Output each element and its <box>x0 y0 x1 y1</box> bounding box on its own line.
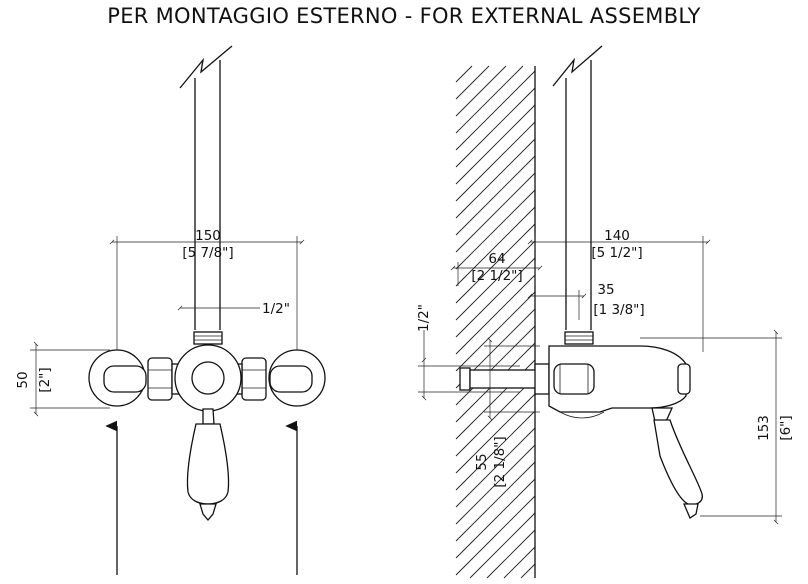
hatch-line <box>455 444 536 525</box>
hatch-line <box>520 563 536 579</box>
thread-label: 1/2" <box>262 301 290 317</box>
hatch-line <box>455 65 524 134</box>
hatch-line <box>503 546 536 579</box>
hatch-line <box>455 461 536 542</box>
hatch-line <box>486 529 536 579</box>
total-height-mm-label: 153 <box>756 415 772 441</box>
hatch-line <box>455 274 536 355</box>
wall-in-label: [2 1/2"] <box>471 268 522 284</box>
side-thread-label: 1/2" <box>416 304 432 332</box>
hatch-line <box>455 223 536 304</box>
wall-mm-label: 64 <box>488 251 505 267</box>
hatch-line <box>455 240 536 321</box>
hatch-line <box>455 325 536 406</box>
offset-mm-label: 35 <box>597 282 614 298</box>
total-height-in-label: [6"] <box>778 415 794 440</box>
side-supply-pipe <box>552 45 603 345</box>
side-view: 140 [5 1/2"] 64 [2 1/2"] 35 [1 3/8"] 1/2… <box>416 45 794 579</box>
hatch-line <box>455 495 536 576</box>
supply-pipe <box>179 45 233 345</box>
hatch-line <box>455 104 536 185</box>
hatch-line <box>455 393 536 474</box>
dimension-wall: 64 [2 1/2"] <box>450 251 543 286</box>
right-flange <box>268 349 326 407</box>
left-flange <box>88 349 147 407</box>
right-hex-nut <box>241 357 267 401</box>
wall-hatching <box>455 65 536 579</box>
hatch-line <box>455 257 536 338</box>
hatch-line <box>455 155 536 236</box>
hatch-line <box>455 65 490 100</box>
depth-mm-label: 140 <box>604 228 630 244</box>
hatch-line <box>455 65 507 117</box>
dimension-width: 150 [5 7/8"] <box>109 228 305 350</box>
dimension-side-thread: 1/2" <box>416 304 520 401</box>
width-mm-label: 150 <box>195 228 221 244</box>
lower-mm-label: 55 <box>474 453 490 470</box>
wall-connector <box>459 363 550 395</box>
dimension-thread: 1/2" <box>177 301 290 317</box>
mixer-body <box>171 344 243 412</box>
hatch-line <box>455 121 536 202</box>
hatch-line <box>455 138 536 219</box>
hatch-line <box>455 206 536 287</box>
offset-in-label: [1 3/8"] <box>593 302 644 318</box>
side-valve-body <box>548 345 691 419</box>
hatch-line <box>455 189 536 270</box>
height-in-label: [2"] <box>37 367 53 392</box>
hatch-line <box>455 87 536 168</box>
dimension-height: 50 [2"] <box>15 341 110 417</box>
hatch-line <box>469 512 536 579</box>
dimension-offset: 35 [1 3/8"] <box>527 282 645 320</box>
drawing-title: PER MONTAGGIO ESTERNO - FOR EXTERNAL ASS… <box>107 4 701 28</box>
hatch-line <box>455 478 536 559</box>
side-lever-handle <box>651 407 703 519</box>
height-mm-label: 50 <box>15 371 31 388</box>
lever-handle <box>186 408 230 522</box>
hatch-line <box>455 172 536 253</box>
lower-in-label: [2 1/8"] <box>492 436 508 487</box>
dimension-depth: 140 [5 1/2"] <box>527 228 711 352</box>
left-hex-nut <box>147 357 173 401</box>
depth-in-label: [5 1/2"] <box>591 245 642 261</box>
dimension-lower: 55 [2 1/8"] <box>474 337 540 488</box>
hatch-line <box>455 291 536 372</box>
hatch-line <box>455 65 473 83</box>
dimension-total-height: 153 [6"] <box>640 329 794 525</box>
hatch-line <box>455 376 536 457</box>
width-in-label: [5 7/8"] <box>182 245 233 261</box>
hatch-line <box>455 70 536 151</box>
front-view: 150 [5 7/8"] 1/2" 50 [2"] <box>15 45 326 575</box>
hatch-line <box>455 427 536 508</box>
hatch-line <box>455 410 536 491</box>
